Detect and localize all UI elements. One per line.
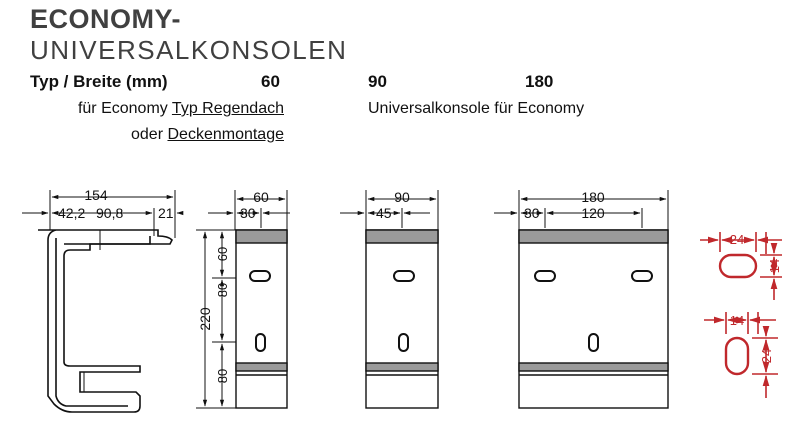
width-60: 60 — [261, 72, 280, 91]
dims-60 — [196, 190, 290, 409]
width-180: 180 — [525, 72, 554, 91]
dim-90-total: 90 — [394, 189, 410, 205]
front-view-60 — [235, 229, 288, 409]
slot-detail-horizontal — [700, 232, 782, 300]
dim-slot-h-length: 24 — [730, 232, 744, 247]
dim-side-a: 42,2 — [58, 205, 85, 221]
title-line1: ECONOMY- — [30, 4, 182, 34]
side-dims — [22, 190, 184, 238]
dim-h-mid: 80 — [215, 283, 230, 297]
front-view-90 — [365, 229, 439, 409]
dim-h-bot: 80 — [215, 369, 230, 383]
desc-60-line1: für Economy Typ Regendach — [77, 100, 284, 117]
dim-60-total: 60 — [253, 189, 269, 205]
dim-180-offset: 30 — [524, 205, 540, 221]
side-profile-view — [38, 229, 173, 413]
desc-90: Universalkonsole für Economy — [368, 100, 585, 117]
slot-detail-vertical — [704, 312, 778, 398]
desc-60-line2: oder Deckenmontage — [131, 126, 284, 143]
dim-60-offset: 30 — [240, 205, 256, 221]
link-typ-regendach[interactable]: Typ Regendach — [171, 100, 284, 117]
dim-180-gap: 120 — [581, 205, 605, 221]
dim-height-total: 220 — [197, 307, 213, 331]
dim-slot-v-width: 14 — [730, 313, 744, 328]
dim-side-b: 90,8 — [96, 205, 123, 221]
dims-180 — [494, 190, 669, 230]
title-line2: UNIVERSALKONSOLEN — [30, 35, 348, 65]
dim-slot-v-length: 24 — [759, 349, 774, 363]
dim-slot-h-width: 14 — [767, 259, 782, 273]
dim-side-c: 21 — [158, 205, 174, 221]
width-90: 90 — [368, 72, 387, 91]
link-deckenmontage[interactable]: Deckenmontage — [167, 126, 284, 143]
dim-h-top: 60 — [215, 247, 230, 261]
type-width-label: Typ / Breite (mm) — [30, 72, 168, 91]
dim-180-total: 180 — [581, 189, 605, 205]
dims-90 — [340, 190, 439, 230]
dim-90-offset: 45 — [376, 205, 392, 221]
dim-side-total: 154 — [84, 187, 108, 203]
front-view-180 — [518, 229, 669, 409]
